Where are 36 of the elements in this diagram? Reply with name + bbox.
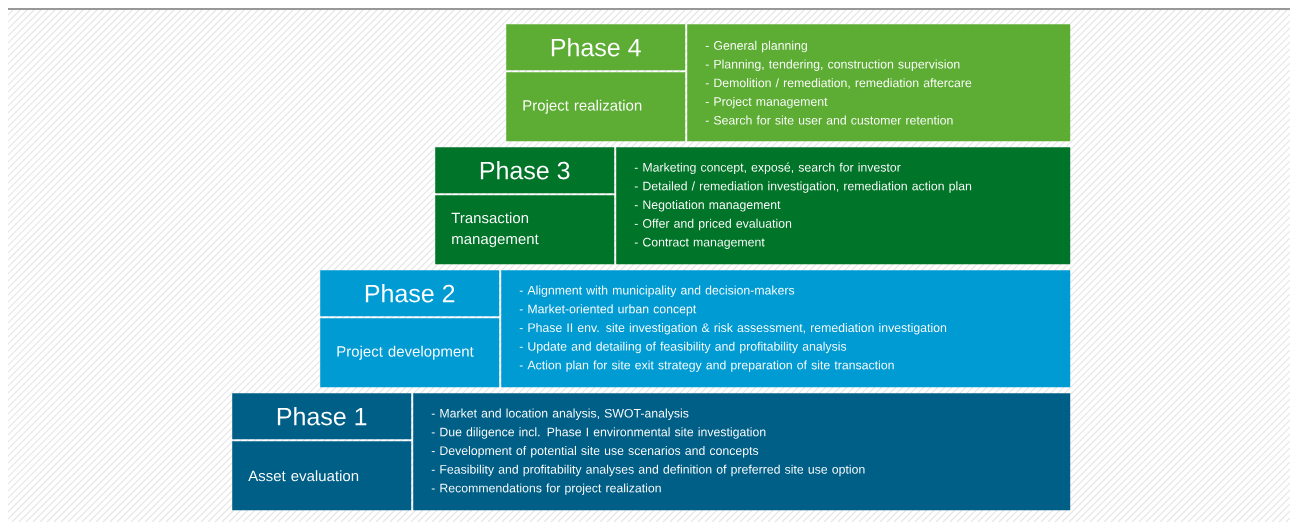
node-label: - Demolition / remediation, remediation aftercare <box>705 78 972 89</box>
node-label: Asset evaluation <box>248 470 359 482</box>
phase-header-box: Phase 3 <box>435 147 615 194</box>
phase-header-box: Phase 1 <box>232 393 412 440</box>
node-label: Phase 3 <box>480 161 570 180</box>
node-label: - Planning, tendering, construction supervision <box>705 59 960 71</box>
node-label: - Negotiation management <box>634 200 781 212</box>
node-label: - Recommendations for project realization <box>431 483 661 495</box>
node-label: Phase 4 <box>551 38 641 57</box>
phase-name-box: Asset evaluation <box>232 441 412 511</box>
node-label: - Update and detailing of feasibility and profitability analysis <box>519 341 847 354</box>
node-label: - Detailed / remediation investigation, remediation action plan <box>634 181 972 193</box>
node-label: - Action plan for site exit strategy and preparation of site transaction <box>519 360 894 372</box>
node-label: - Offer and priced evaluation <box>634 218 792 231</box>
node-label: Transaction management <box>451 212 539 248</box>
node-label: - Search for site user and customer retention <box>705 115 953 125</box>
node-label: - Alignment with municipality and decision-makers <box>519 285 795 298</box>
node-label: Phase 2 <box>365 284 455 303</box>
node-label: - Market-oriented urban concept <box>519 304 697 316</box>
node-label: - Contract management <box>634 237 765 249</box>
phase-name-box: Transaction management <box>435 195 615 265</box>
node-label: - Marketing concept, exposé, search for investor <box>634 162 901 175</box>
node-label: Project realization <box>523 99 642 114</box>
node-label: - Project management <box>705 96 828 109</box>
phase-name-box: Project realization <box>506 72 686 142</box>
node-label: - Phase II env. site investigation & risk assessment, remediation investigation <box>519 322 947 335</box>
node-label: - Development of potential site use scenarios and concepts <box>431 445 759 458</box>
node-label: - Market and location analysis, SWOT-analysis <box>431 408 689 421</box>
node-label: Phase 1 <box>277 407 367 426</box>
node-label: Project development <box>337 345 474 360</box>
node-label: - General planning <box>705 40 807 53</box>
phase-header-box: Phase 4 <box>506 24 686 71</box>
node-label: - Due diligence incl. Phase I environmental site investigation <box>431 427 766 439</box>
node-label: - Feasibility and profitability analyses and definition of preferred site use option <box>431 464 865 477</box>
phase-name-box: Project development <box>320 318 500 388</box>
phase-header-box: Phase 2 <box>320 270 500 317</box>
